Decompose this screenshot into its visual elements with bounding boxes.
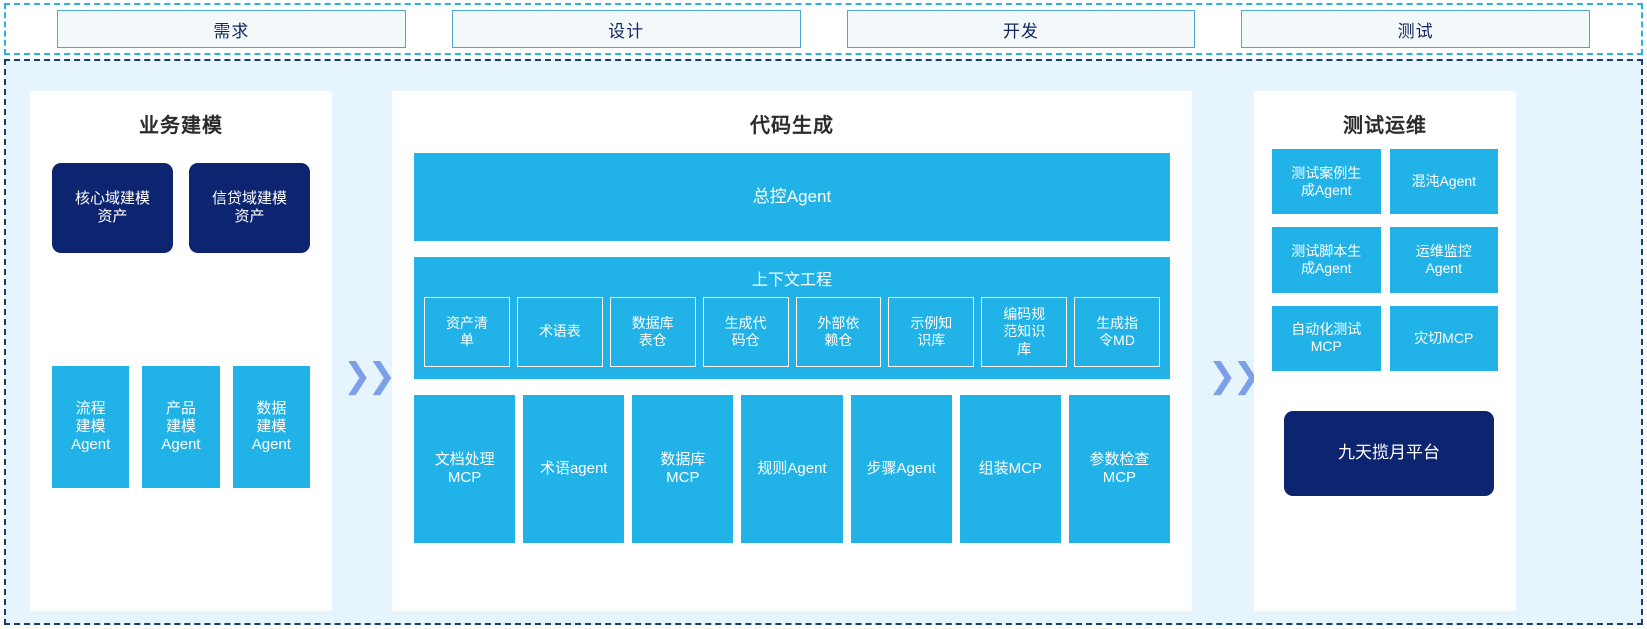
- stage-band: 需求 设计 开发 测试: [4, 3, 1643, 55]
- stage-label: 需求: [213, 21, 250, 41]
- master-control-agent[interactable]: 总控Agent: [414, 153, 1170, 241]
- tool-document-processing-mcp[interactable]: 文档处理 MCP: [414, 395, 516, 543]
- stage-box-requirements[interactable]: 需求: [57, 10, 406, 48]
- diagram-body-frame: 业务建模 核心域建模 资产 信贷域建模 资产 流程 建模 Agent 产品 建模…: [4, 59, 1643, 625]
- tool-assembly-mcp[interactable]: 组装MCP: [959, 395, 1061, 543]
- tool-parameter-check-mcp[interactable]: 参数检查 MCP: [1068, 395, 1170, 543]
- context-engineering-title: 上下文工程: [751, 272, 832, 289]
- asset-credit-domain[interactable]: 信贷域建模 资产: [189, 163, 310, 253]
- context-item-row: 资产清 单 术语表 数据库 表仓 生成代 码仓 外部依 赖仓 示例知 识库 编码…: [424, 297, 1160, 367]
- tool-step-agent[interactable]: 步骤Agent: [850, 395, 952, 543]
- context-item-glossary[interactable]: 术语表: [516, 297, 603, 367]
- context-item-example-kb[interactable]: 示例知 识库: [888, 297, 975, 367]
- testops-ops-monitoring-agent[interactable]: 运维监控 Agent: [1389, 227, 1498, 293]
- panel-title-test-operations: 测试运维: [1343, 115, 1427, 137]
- testops-test-script-generation-agent[interactable]: 测试脚本生 成Agent: [1272, 227, 1381, 293]
- testops-automated-test-mcp[interactable]: 自动化测试 MCP: [1272, 305, 1381, 371]
- agent-data-modeling[interactable]: 数据 建模 Agent: [232, 366, 310, 488]
- panel-title-business-modeling: 业务建模: [139, 115, 223, 137]
- business-agent-row: 流程 建模 Agent 产品 建模 Agent 数据 建模 Agent: [52, 366, 310, 488]
- context-item-generated-code-repo[interactable]: 生成代 码仓: [702, 297, 789, 367]
- context-item-coding-standard-kb[interactable]: 编码规 范知识 库: [981, 297, 1068, 367]
- testops-item-grid: 测试案例生 成Agent 混沌Agent 测试脚本生 成Agent 运维监控 A…: [1272, 149, 1498, 371]
- jiutian-lanyue-platform[interactable]: 九天揽月平台: [1284, 411, 1494, 496]
- context-item-external-dep-repo[interactable]: 外部依 赖仓: [795, 297, 882, 367]
- panel-title-code-generation: 代码生成: [750, 115, 834, 137]
- panel-business-modeling: 业务建模 核心域建模 资产 信贷域建模 资产 流程 建模 Agent 产品 建模…: [30, 91, 332, 611]
- agent-process-modeling[interactable]: 流程 建模 Agent: [52, 366, 130, 488]
- asset-core-domain[interactable]: 核心域建模 资产: [52, 163, 173, 253]
- context-item-asset-list[interactable]: 资产清 单: [424, 297, 510, 367]
- stage-label: 测试: [1397, 21, 1434, 41]
- testops-test-case-generation-agent[interactable]: 测试案例生 成Agent: [1272, 149, 1381, 215]
- context-engineering-block: 上下文工程 资产清 单 术语表 数据库 表仓 生成代 码仓 外部依 赖仓 示例知…: [414, 257, 1170, 379]
- tool-rule-agent[interactable]: 规则Agent: [741, 395, 843, 543]
- context-item-db-table-repo[interactable]: 数据库 表仓: [609, 297, 696, 367]
- tool-glossary-agent[interactable]: 术语agent: [523, 395, 625, 543]
- chevron-right-icon: ❯❯: [1208, 356, 1261, 396]
- stage-box-design[interactable]: 设计: [451, 10, 801, 48]
- stage-box-development[interactable]: 开发: [846, 10, 1196, 48]
- stage-label: 开发: [1002, 21, 1039, 41]
- codegen-tool-row: 文档处理 MCP 术语agent 数据库 MCP 规则Agent 步骤Agent…: [414, 395, 1170, 543]
- agent-product-modeling[interactable]: 产品 建模 Agent: [142, 366, 220, 488]
- stage-label: 设计: [608, 21, 645, 41]
- testops-chaos-agent[interactable]: 混沌Agent: [1389, 149, 1498, 215]
- stage-box-testing[interactable]: 测试: [1241, 10, 1590, 48]
- testops-disaster-switch-mcp[interactable]: 灾切MCP: [1389, 305, 1498, 371]
- panel-test-operations: 测试运维 测试案例生 成Agent 混沌Agent 测试脚本生 成Agent 运…: [1254, 91, 1516, 611]
- panel-code-generation: 代码生成 总控Agent 上下文工程 资产清 单 术语表 数据库 表仓 生成代 …: [392, 91, 1192, 611]
- context-item-prompt-md[interactable]: 生成指 令MD: [1074, 297, 1160, 367]
- chevron-right-icon: ❯❯: [343, 356, 396, 396]
- tool-database-mcp[interactable]: 数据库 MCP: [632, 395, 734, 543]
- business-asset-row: 核心域建模 资产 信贷域建模 资产: [52, 163, 310, 253]
